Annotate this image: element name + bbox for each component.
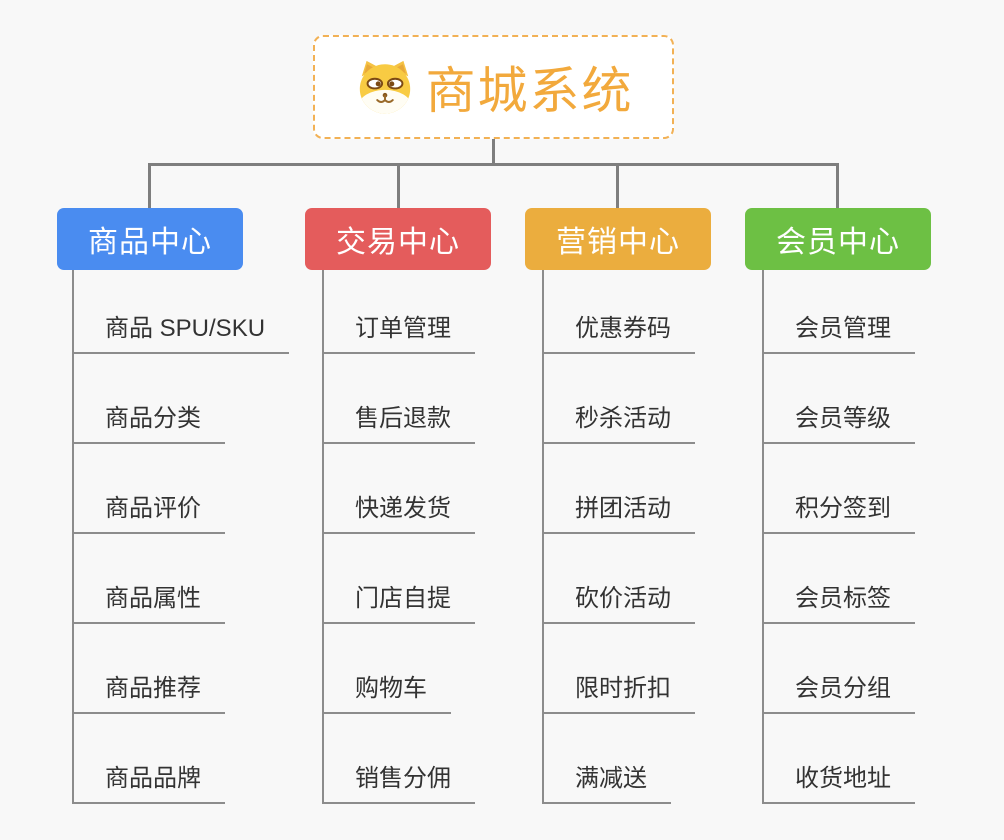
tree-node[interactable]: 积分签到 (764, 444, 915, 534)
tree-node[interactable]: 销售分佣 (324, 714, 475, 804)
tree-node[interactable]: 订单管理 (324, 264, 475, 354)
tree-node-label: 商品分类 (105, 405, 201, 432)
tree-node-label: 限时折扣 (575, 675, 671, 702)
tree-node-label: 商品评价 (105, 495, 201, 522)
tree-node-label: 满减送 (575, 765, 647, 792)
tree-node-label: 商品属性 (105, 585, 201, 612)
tree-node[interactable]: 商品 SPU/SKU (74, 264, 290, 354)
tree-node[interactable]: 会员管理 (764, 264, 915, 354)
tree-node[interactable]: 收货地址 (764, 714, 915, 804)
tree-node[interactable]: 砍价活动 (544, 534, 695, 624)
root-title: 商城系统 (425, 63, 634, 119)
tree-node[interactable]: 优惠券码 (544, 264, 695, 354)
tree-node-label: 会员管理 (795, 315, 891, 342)
tree-node-label: 会员分组 (795, 675, 891, 702)
tree-node[interactable]: 秒杀活动 (544, 354, 695, 444)
tree-node[interactable]: 商品推荐 (74, 624, 225, 714)
dog-face-icon (359, 60, 410, 114)
branch-header-trade-center[interactable]: 交易中心 (305, 208, 491, 270)
tree-node-label: 商品推荐 (105, 675, 201, 702)
tree-node-label: 商品品牌 (105, 765, 201, 792)
tree-node[interactable]: 满减送 (544, 714, 671, 804)
tree-node-label: 订单管理 (355, 315, 451, 342)
tree-node-label: 商品 SPU/SKU (105, 315, 266, 342)
tree-node-label: 收货地址 (795, 765, 891, 792)
tree-node-label: 售后退款 (355, 405, 451, 432)
branch-header-label: 交易中心 (336, 226, 460, 259)
branch-drop-connector-1 (148, 163, 151, 211)
tree-node[interactable]: 限时折扣 (544, 624, 695, 714)
tree-node-label: 砍价活动 (575, 585, 671, 612)
branch-header-label: 商品中心 (88, 226, 212, 259)
tree-node[interactable]: 快递发货 (324, 444, 475, 534)
tree-node-label: 积分签到 (795, 495, 891, 522)
branch-drop-connector-4 (836, 163, 839, 211)
branch-horizontal-connector (148, 163, 839, 166)
tree-node[interactable]: 会员分组 (764, 624, 915, 714)
tree-node-label: 会员等级 (795, 405, 891, 432)
branch-column-marketing-center: 优惠券码 秒杀活动 拼团活动 砍价活动 限时折扣 满减送 (542, 264, 695, 804)
tree-node-label: 门店自提 (355, 585, 451, 612)
branch-column-trade-center: 订单管理 售后退款 快递发货 门店自提 购物车 销售分佣 (322, 264, 475, 804)
tree-node[interactable]: 商品评价 (74, 444, 225, 534)
branch-header-marketing-center[interactable]: 营销中心 (525, 208, 711, 270)
tree-node[interactable]: 商品分类 (74, 354, 225, 444)
tree-node[interactable]: 购物车 (324, 624, 451, 714)
tree-node-label: 拼团活动 (575, 495, 671, 522)
branch-column-member-center: 会员管理 会员等级 积分签到 会员标签 会员分组 收货地址 (762, 264, 915, 804)
branch-header-member-center[interactable]: 会员中心 (745, 208, 931, 270)
tree-node[interactable]: 会员等级 (764, 354, 915, 444)
root-stem-connector (492, 138, 495, 166)
tree-node-label: 秒杀活动 (575, 405, 671, 432)
root-node-mall-system[interactable]: 商城系统 (313, 35, 674, 139)
branch-drop-connector-3 (616, 163, 619, 211)
tree-node-label: 销售分佣 (355, 765, 451, 792)
tree-node-label: 优惠券码 (575, 315, 671, 342)
tree-node[interactable]: 商品品牌 (74, 714, 225, 804)
tree-node-label: 购物车 (355, 675, 427, 702)
branch-header-label: 会员中心 (776, 226, 900, 259)
branch-header-label: 营销中心 (556, 226, 680, 259)
tree-node[interactable]: 会员标签 (764, 534, 915, 624)
tree-node[interactable]: 门店自提 (324, 534, 475, 624)
tree-node[interactable]: 拼团活动 (544, 444, 695, 534)
tree-node-label: 会员标签 (795, 585, 891, 612)
branch-drop-connector-2 (397, 163, 400, 211)
tree-node[interactable]: 商品属性 (74, 534, 225, 624)
branch-header-product-center[interactable]: 商品中心 (57, 208, 243, 270)
tree-node[interactable]: 售后退款 (324, 354, 475, 444)
tree-node-label: 快递发货 (355, 495, 451, 522)
branch-column-product-center: 商品 SPU/SKU 商品分类 商品评价 商品属性 商品推荐 商品品牌 (72, 264, 290, 804)
